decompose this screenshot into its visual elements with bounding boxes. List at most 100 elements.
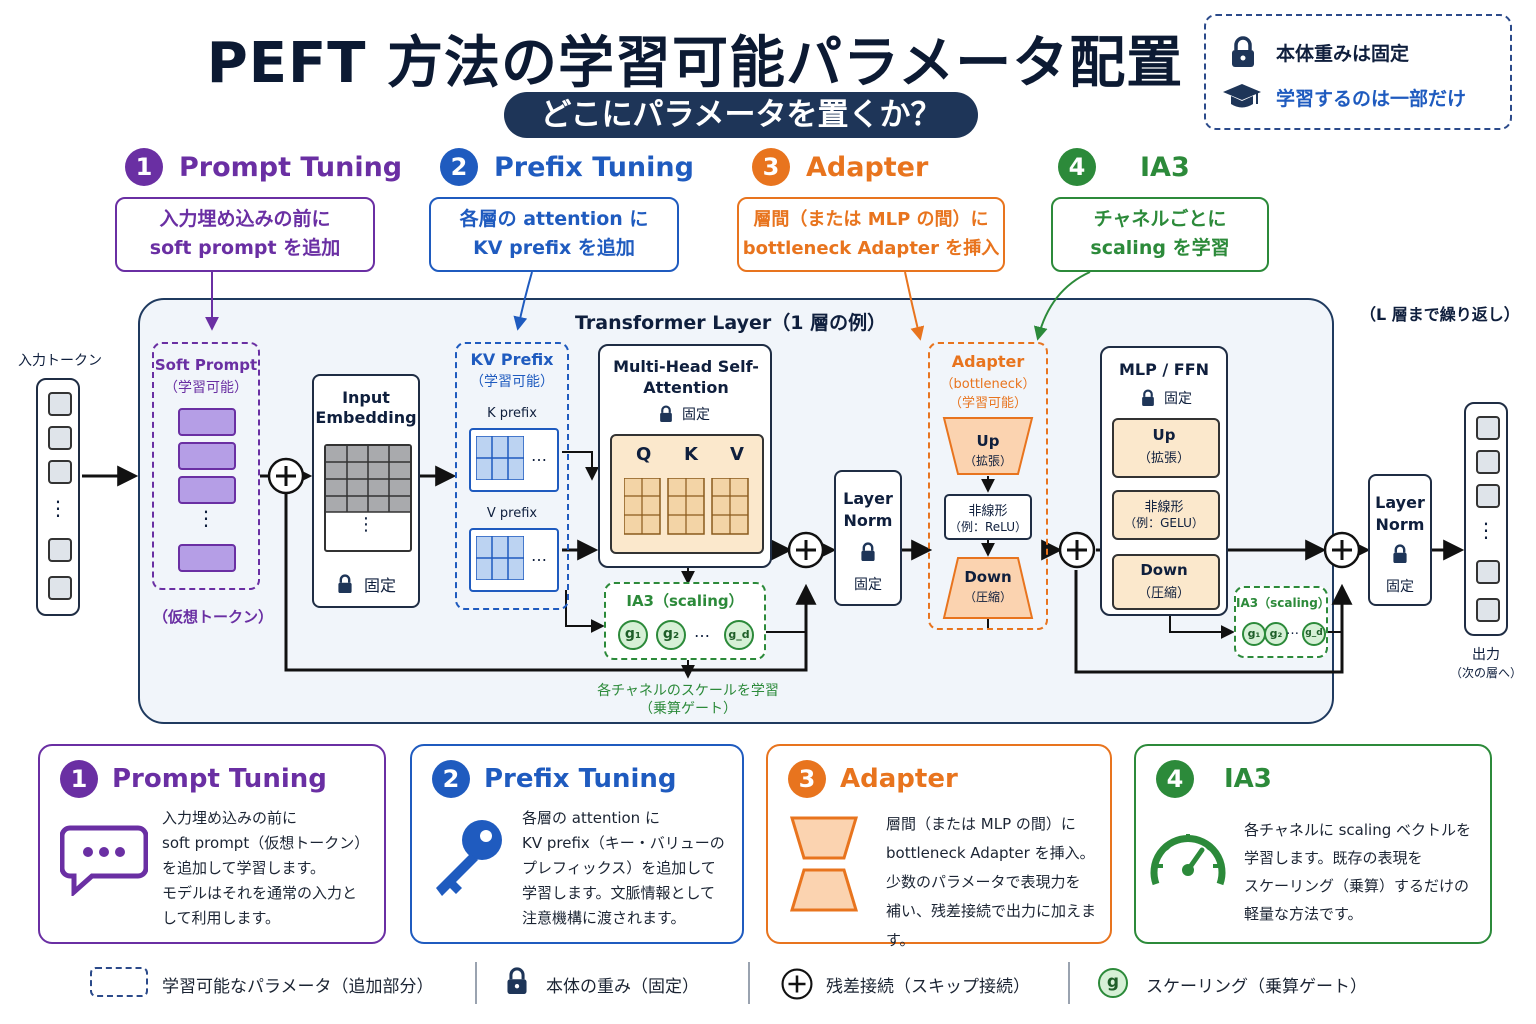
method-name-4: IA3 bbox=[1140, 151, 1190, 183]
soft-prompt-sub: （学習可能） bbox=[164, 380, 248, 396]
hourglass-icon bbox=[789, 816, 859, 912]
soft-prompt-token bbox=[178, 442, 236, 470]
adapter-up-label: Up bbox=[976, 432, 1000, 450]
lock-icon bbox=[338, 574, 352, 593]
card-adapter: 3 Adapter 層間（または MLP の間）に bottleneck Ada… bbox=[766, 744, 1112, 949]
card-prompt-body: 入力埋め込みの前に soft prompt（仮想トークン） を追加して学習します… bbox=[162, 809, 370, 927]
adapter-down-sub: （圧縮） bbox=[963, 590, 1012, 604]
embedding-vdots: ⋮ bbox=[357, 514, 375, 535]
card-ia3-body: 各チャネルに scaling ベクトルを 学習します。既存の表現を スケーリング… bbox=[1244, 821, 1472, 923]
mlp-up-sub: （拡張） bbox=[1137, 451, 1190, 466]
legend-divider bbox=[748, 962, 750, 1004]
card-num-1: 1 bbox=[60, 760, 98, 798]
input-embedding-box: Input Embedding ⋮ 固定 bbox=[312, 374, 420, 608]
lock-icon bbox=[861, 542, 875, 561]
plus-circle-icon bbox=[787, 531, 825, 569]
soft-prompt-vdots: ⋮ bbox=[196, 506, 216, 530]
method-name-3: Adapter bbox=[806, 151, 929, 183]
lock-icon bbox=[1232, 36, 1254, 67]
method-num-3: 3 bbox=[752, 148, 790, 186]
ia3-ellipsis: … bbox=[694, 622, 710, 641]
lock-icon bbox=[1393, 544, 1407, 563]
mlp-up-label: Up bbox=[1152, 426, 1176, 444]
legend-scaling: スケーリング（乗算ゲート） bbox=[1146, 977, 1367, 997]
graduation-cap-icon bbox=[1223, 84, 1261, 108]
note-trainable-text: 学習するのは一部だけ bbox=[1276, 87, 1467, 110]
method-title-prompt: 1 Prompt Tuning bbox=[125, 148, 402, 186]
output-token bbox=[1476, 450, 1500, 474]
mlp-title: MLP / FFN bbox=[1118, 360, 1210, 379]
method-title-prefix: 2 Prefix Tuning bbox=[440, 148, 694, 186]
soft-prompt-token bbox=[178, 408, 236, 436]
mlp-down-label: Down bbox=[1140, 561, 1188, 579]
g2-gate: g₂ bbox=[656, 620, 686, 650]
card-prompt-title: 1 Prompt Tuning bbox=[60, 760, 327, 798]
layer-norm-1-title: Layer Norm bbox=[843, 489, 893, 530]
output-token bbox=[1476, 484, 1500, 508]
output-label: 出力 bbox=[1472, 647, 1500, 663]
input-token bbox=[48, 538, 72, 562]
output-vdots: ⋮ bbox=[1476, 518, 1496, 542]
v-label: V bbox=[730, 444, 744, 465]
input-token bbox=[48, 576, 72, 600]
input-vdots: ⋮ bbox=[48, 496, 68, 520]
callout-adapter-line1: 層間（または MLP の間）に bbox=[753, 209, 989, 230]
adapter-title: Adapter bbox=[951, 352, 1025, 371]
layer-norm-1-fixed: 固定 bbox=[854, 577, 882, 593]
output-token bbox=[1476, 416, 1500, 440]
note-line-frozen: 本体重みは固定 bbox=[1228, 36, 1409, 68]
legend-frozen: 本体の重み（固定） bbox=[546, 977, 699, 997]
card-prompt-tuning: 1 Prompt Tuning 入力埋め込みの前に soft prompt（仮想… bbox=[38, 744, 386, 944]
card-num-4: 4 bbox=[1156, 760, 1194, 798]
note-frozen-text: 本体重みは固定 bbox=[1276, 42, 1410, 65]
card-ia3-title: 4 IA3 bbox=[1156, 760, 1272, 798]
repeat-note: （L 層まで繰り返し） bbox=[1360, 305, 1520, 324]
layer-norm-2: Layer Norm 固定 bbox=[1368, 474, 1432, 606]
card-adapter-title: 3 Adapter bbox=[788, 760, 958, 798]
card-num-2: 2 bbox=[432, 760, 470, 798]
input-label: 入力トークン bbox=[18, 353, 102, 369]
embedding-matrix: ⋮ bbox=[324, 444, 412, 552]
v-prefix-ellipsis: … bbox=[531, 546, 547, 565]
output-token-column: ⋮ bbox=[1464, 402, 1508, 636]
legend-divider bbox=[1068, 962, 1070, 1004]
mlp-gelu-label: （例：GELU） bbox=[1124, 516, 1204, 530]
plus-circle-icon bbox=[1058, 531, 1096, 569]
g2-gate-mlp: g₂ bbox=[1264, 622, 1288, 646]
adapter-nonlin-label: 非線形 bbox=[968, 504, 1008, 519]
gauge-icon bbox=[1150, 834, 1226, 886]
k-prefix-grid bbox=[476, 436, 524, 480]
mlp-up-box: Up （拡張） bbox=[1112, 418, 1220, 478]
card-num-3: 3 bbox=[788, 760, 826, 798]
card-prefix-title: 2 Prefix Tuning bbox=[432, 760, 677, 798]
chat-bubble-icon bbox=[60, 825, 148, 896]
callout-prefix-line2: KV prefix を追加 bbox=[473, 237, 635, 259]
input-embedding-title: Input Embedding bbox=[315, 388, 417, 427]
legend-residual: 残差接続（スキップ接続） bbox=[826, 977, 1030, 997]
mlp-box: MLP / FFN 固定 Up （拡張） 非線形 （例：GELU） Down （… bbox=[1100, 346, 1228, 616]
ia3-box-mlp: IA3（scaling） g₁ g₂ … g_d bbox=[1234, 586, 1330, 658]
callout-prompt: 入力埋め込みの前に soft prompt を追加 bbox=[115, 197, 375, 272]
input-token-column: ⋮ bbox=[36, 378, 80, 616]
soft-prompt-token bbox=[178, 476, 236, 504]
layer-norm-2-fixed: 固定 bbox=[1386, 579, 1414, 595]
output-sub: （次の層へ） bbox=[1449, 666, 1522, 680]
layer-norm-2-title: Layer Norm bbox=[1375, 493, 1425, 534]
card-ia3-name: IA3 bbox=[1224, 764, 1272, 794]
soft-prompt-title: Soft Prompt bbox=[154, 356, 258, 374]
mhsa-title: Multi-Head Self-Attention bbox=[613, 357, 759, 397]
qkv-panel: Q K V bbox=[610, 434, 764, 554]
g1-gate-mlp: g₁ bbox=[1242, 622, 1266, 646]
gd-gate: g_d bbox=[724, 620, 754, 650]
plus-circle-icon bbox=[1323, 531, 1361, 569]
ia3-title-mlp: IA3（scaling） bbox=[1236, 596, 1330, 610]
output-token bbox=[1476, 560, 1500, 584]
adapter-up-shape bbox=[942, 417, 1034, 475]
kv-prefix-title: KV Prefix bbox=[470, 350, 554, 369]
embedding-grid bbox=[326, 446, 410, 513]
adapter-down-shape bbox=[942, 557, 1034, 619]
mlp-fixed: 固定 bbox=[1140, 388, 1192, 408]
adapter-box: Adapter （bottleneck） （学習可能） Up （拡張） 非線形 … bbox=[928, 342, 1048, 630]
callout-adapter-line2: bottleneck Adapter を挿入 bbox=[742, 238, 1000, 259]
plus-circle-icon bbox=[267, 457, 305, 495]
